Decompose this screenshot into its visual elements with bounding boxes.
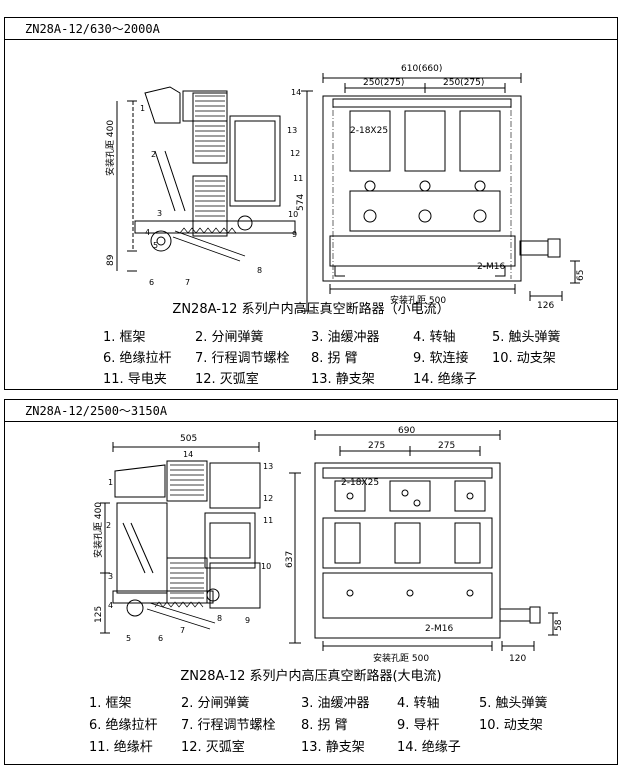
dim-base-h: 89 — [106, 254, 116, 266]
part-label: 9 — [245, 616, 250, 625]
side-view — [116, 86, 296, 272]
legend-item: 13. 静支架 — [301, 740, 365, 755]
part-label: 2 — [151, 150, 156, 159]
legend-item: 3. 油缓冲器 — [301, 696, 370, 711]
legend-item: 4. 转轴 — [413, 330, 456, 345]
legend-item: 12. 灭弧室 — [181, 740, 245, 755]
model-title: ZN28A-12/630～2000A — [25, 22, 160, 36]
legend-item: 5. 触头弹簧 — [479, 696, 548, 711]
dim-span-right: 250(275) — [443, 78, 484, 88]
dim-mount-horiz: 安装孔距 500 — [373, 652, 429, 664]
legend-item: 11. 导电夹 — [103, 372, 167, 387]
legend-item: 7. 行程调节螺栓 — [181, 718, 276, 733]
dim-span-right: 275 — [438, 441, 455, 451]
dim-mount-vert: 安装孔距 400 — [92, 502, 104, 558]
part-label: 14 — [183, 450, 193, 459]
panel-header: ZN28A-12/2500～3150A — [5, 400, 617, 422]
part-label: 5 — [153, 241, 158, 250]
dim-left-width: 505 — [180, 434, 197, 444]
drawing-caption: ZN28A-12 系列户内高压真空断路器（小电流） — [172, 302, 450, 317]
drawing-caption: ZN28A-12 系列户内高压真空断路器(大电流) — [180, 669, 442, 684]
dim-thread: 2-M16 — [477, 262, 505, 272]
panel-large-current: ZN28A-12/2500～3150A 505 安装孔距 — [4, 399, 618, 765]
legend-item: 8. 拐 臂 — [301, 718, 348, 733]
dim-holes: 2-18X25 — [341, 478, 379, 488]
front-view — [314, 430, 558, 651]
legend-item: 2. 分闸弹簧 — [195, 330, 264, 345]
part-label: 7 — [185, 278, 190, 287]
dim-overall-width: 690 — [398, 426, 415, 436]
legend-item: 6. 绝缘拉杆 — [103, 351, 172, 366]
side-view — [100, 442, 301, 644]
legend-item: 9. 软连接 — [413, 351, 469, 366]
dim-holes: 2-18X25 — [350, 126, 388, 136]
part-label: 4 — [108, 601, 113, 610]
panel-small-current: ZN28A-12/630～2000A 安装孔距 400 89 574 — [4, 17, 618, 390]
part-label: 2 — [106, 521, 111, 530]
model-title: ZN28A-12/2500～3150A — [25, 404, 168, 418]
legend-item: 1. 框架 — [103, 330, 146, 345]
legend-item: 7. 行程调节螺栓 — [195, 351, 290, 366]
legend-item: 10. 动支架 — [492, 351, 556, 366]
legend-item: 2. 分闸弹簧 — [181, 696, 250, 711]
dim-span-left: 250(275) — [363, 78, 404, 88]
dim-mount-vert: 安装孔距 400 — [104, 120, 116, 176]
dim-span-left: 275 — [368, 441, 385, 451]
part-label: 5 — [126, 634, 131, 643]
part-label: 1 — [108, 478, 113, 487]
part-label: 14 — [291, 88, 301, 97]
part-label: 12 — [290, 149, 300, 158]
part-label: 13 — [263, 462, 273, 471]
part-label: 8 — [257, 266, 262, 275]
small-current-drawing: 安装孔距 400 89 574 1 2 3 4 5 6 7 8 9 10 11 … — [104, 64, 586, 312]
part-label: 13 — [287, 126, 297, 135]
legend-item: 3. 油缓冲器 — [311, 330, 380, 345]
part-label: 10 — [261, 562, 271, 571]
dim-mount-horiz: 安装孔距 500 — [390, 294, 446, 306]
legend-item: 8. 拐 臂 — [311, 351, 358, 366]
legend-item: 14. 绝缘子 — [397, 740, 461, 755]
dim-height: 637 — [285, 551, 295, 568]
part-label: 3 — [108, 572, 113, 581]
legend-item: 4. 转轴 — [397, 696, 440, 711]
part-label: 7 — [180, 626, 185, 635]
dim-right-offset: 126 — [537, 301, 554, 311]
legend-item: 10. 动支架 — [479, 718, 543, 733]
part-label: 11 — [293, 174, 303, 183]
dim-right-h: 58 — [554, 619, 564, 631]
part-label: 6 — [158, 634, 163, 643]
large-current-drawing: 505 安装孔距 400 125 637 1 2 3 4 5 6 7 8 9 1… — [92, 426, 564, 664]
dim-height: 574 — [296, 194, 306, 211]
legend-item: 12. 灭弧室 — [195, 372, 259, 387]
legend-item: 6. 绝缘拉杆 — [89, 718, 158, 733]
legend-item: 9. 导杆 — [397, 718, 440, 733]
part-label: 10 — [288, 210, 298, 219]
panel-header: ZN28A-12/630～2000A — [5, 18, 617, 40]
part-label: 12 — [263, 494, 273, 503]
legend-item: 13. 静支架 — [311, 372, 375, 387]
part-label: 4 — [145, 228, 150, 237]
legend-item: 11. 绝缘杆 — [89, 740, 153, 755]
part-label: 6 — [149, 278, 154, 287]
part-label: 8 — [217, 614, 222, 623]
dim-overall-width: 610(660) — [401, 64, 442, 74]
dim-right-h: 65 — [576, 270, 586, 281]
legend-item: 1. 框架 — [89, 696, 132, 711]
dim-base-h: 125 — [94, 606, 104, 623]
part-label: 3 — [157, 209, 162, 218]
part-label: 9 — [292, 230, 297, 239]
dim-thread: 2-M16 — [425, 624, 453, 634]
legend-item: 14. 绝缘子 — [413, 372, 477, 387]
part-label: 1 — [140, 104, 145, 113]
part-label: 11 — [263, 516, 273, 525]
front-view — [322, 73, 580, 301]
legend-item: 5. 触头弹簧 — [492, 330, 561, 345]
dim-right-offset: 120 — [509, 654, 526, 664]
